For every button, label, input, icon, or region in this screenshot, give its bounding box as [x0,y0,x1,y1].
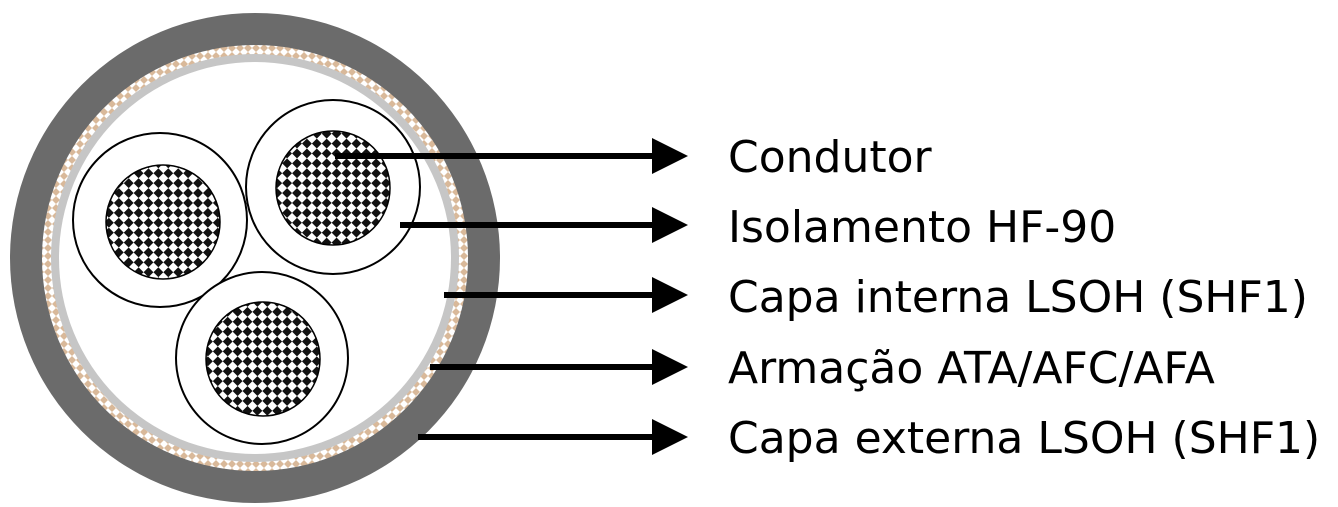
cable-cross-section [10,13,500,503]
conductor-bottom [205,301,321,417]
conductor-left [105,164,221,280]
label-condutor: Condutor [728,132,933,183]
label-capa-externa: Capa externa LSOH (SHF1) [728,413,1320,464]
core-right [245,99,421,275]
label-isolamento: Isolamento HF-90 [728,202,1116,253]
leader-arrows [335,138,688,455]
layer-labels: Condutor Isolamento HF-90 Capa interna L… [728,132,1320,464]
core-bottom [175,271,349,445]
conductor-right [275,130,391,246]
label-capa-interna: Capa interna LSOH (SHF1) [728,272,1308,323]
core-left [72,132,248,308]
label-armacao: Armação ATA/AFC/AFA [728,343,1215,394]
